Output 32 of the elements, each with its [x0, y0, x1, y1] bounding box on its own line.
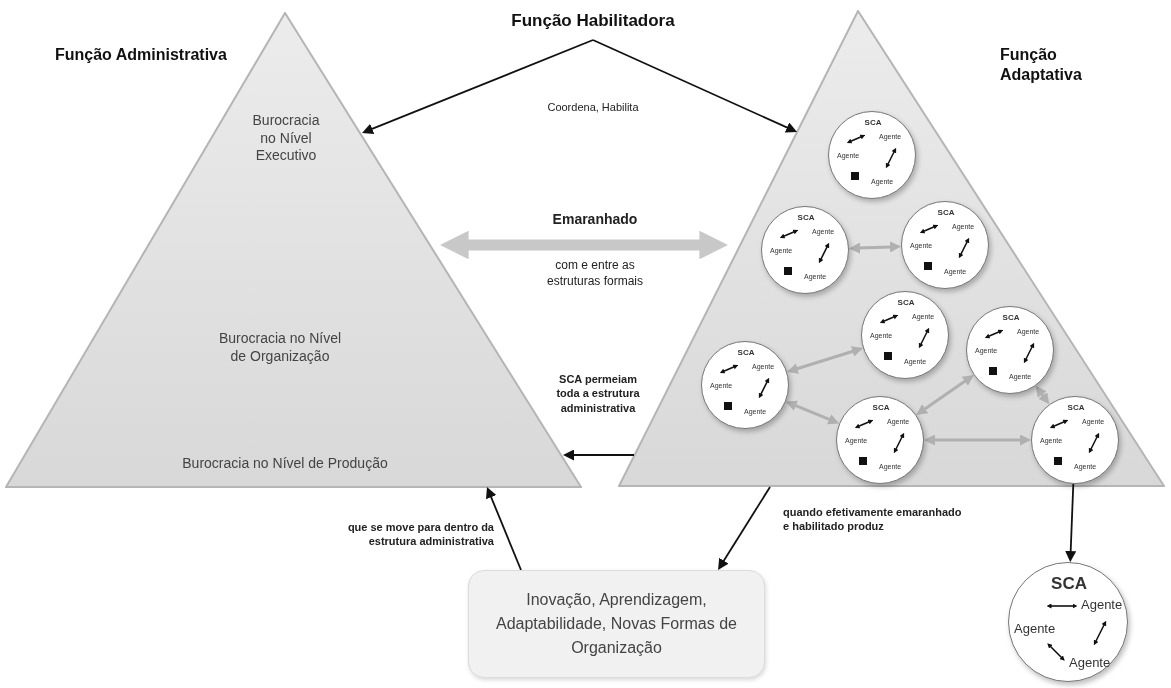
- agent-label: Agente: [1014, 621, 1056, 638]
- agent-label: Agente: [1069, 655, 1111, 672]
- arrow: [592, 39, 797, 133]
- function-heading: Função Administrativa: [55, 45, 228, 65]
- level-label: Burocracia no Nível Executivo: [251, 112, 321, 165]
- arrow: [1065, 483, 1077, 563]
- double-arrow: [924, 434, 1031, 446]
- arrow: [362, 39, 594, 134]
- circle-title: SCA: [936, 208, 956, 218]
- circle-title: SCA: [863, 118, 883, 128]
- double-arrow: [849, 241, 901, 254]
- arrow: [486, 486, 522, 571]
- arrow: [718, 486, 771, 570]
- circle-title: SCA: [736, 348, 756, 358]
- circle-title: SCA: [1001, 313, 1021, 323]
- arrow: [563, 449, 635, 461]
- circle-title: SCA: [1066, 403, 1086, 413]
- circle-title: SCA: [796, 213, 816, 223]
- double-arrow: [785, 400, 840, 425]
- double-arrow: [916, 375, 974, 415]
- level-label: Burocracia no Nível de Organização: [217, 330, 343, 365]
- function-heading: Função Adaptativa: [1000, 45, 1083, 85]
- outcome-box: Inovação, Aprendizagem, Adaptabilidade, Novas Formas de Organização: [468, 570, 765, 678]
- circle-title: SCA: [871, 403, 891, 413]
- circle-title: SCA: [1050, 573, 1088, 595]
- block-arrow: [440, 230, 728, 260]
- function-heading: Função Habilitadora: [483, 10, 703, 32]
- double-arrow: [1035, 385, 1050, 405]
- agent-label: Agente: [1081, 597, 1123, 614]
- level-label: Burocracia no Nível de Produção: [181, 455, 389, 473]
- double-arrow: [787, 346, 863, 374]
- circle-title: SCA: [896, 298, 916, 308]
